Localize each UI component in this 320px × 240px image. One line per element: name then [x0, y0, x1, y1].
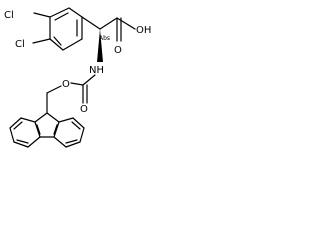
- bond: [13, 141, 29, 148]
- bond: [81, 16, 101, 30]
- bond: [49, 7, 70, 18]
- stereo-label: Abs: [99, 35, 110, 42]
- carbamate-linker: NH O O: [46, 29, 104, 115]
- bond: [46, 112, 60, 123]
- bond: [9, 117, 22, 129]
- bond: [53, 36, 62, 46]
- bond: [70, 82, 84, 86]
- carbonyl-oxygen-label: O: [114, 45, 122, 56]
- bond: [34, 121, 41, 138]
- bond: [82, 74, 96, 86]
- bond: [34, 112, 48, 123]
- hydroxyl-label: OH: [136, 25, 151, 36]
- chlorine-atom-label: Cl: [4, 10, 14, 21]
- bond: [13, 121, 23, 130]
- propanoic-acid-chain: OH O Abs: [81, 16, 151, 56]
- chlorine-atom-label: Cl: [15, 39, 25, 50]
- bond: [68, 7, 83, 18]
- bond: [72, 117, 85, 129]
- bond: [36, 124, 41, 135]
- bond: [32, 38, 51, 44]
- bond: [99, 17, 118, 30]
- amine-nh-label: NH: [89, 65, 104, 76]
- bond: [27, 136, 41, 148]
- fluorenyl-group: [9, 112, 85, 148]
- bond: [54, 12, 69, 21]
- bond: [46, 85, 62, 94]
- carbamate-oxygen-label: O: [80, 104, 88, 115]
- bond: [62, 38, 83, 51]
- bond: [33, 12, 51, 18]
- bond: [53, 136, 67, 148]
- bond: [79, 127, 85, 143]
- bond: [65, 139, 78, 144]
- bond: [65, 141, 81, 148]
- ester-oxygen-label: O: [62, 79, 70, 90]
- bond: [9, 127, 15, 143]
- chlorine-substituents: Cl Cl: [4, 10, 51, 50]
- bond: [53, 121, 60, 138]
- bond: [116, 17, 136, 30]
- stereo-wedge-bond: [97, 29, 103, 62]
- chemical-structure: Cl Cl OH O Abs NH O O: [4, 7, 151, 148]
- bond: [71, 121, 81, 130]
- bond: [16, 139, 29, 144]
- bond: [53, 124, 58, 135]
- bond: [49, 38, 64, 51]
- bond: [58, 117, 74, 123]
- bond: [20, 117, 36, 123]
- chlorophenyl-ring: [49, 7, 83, 51]
